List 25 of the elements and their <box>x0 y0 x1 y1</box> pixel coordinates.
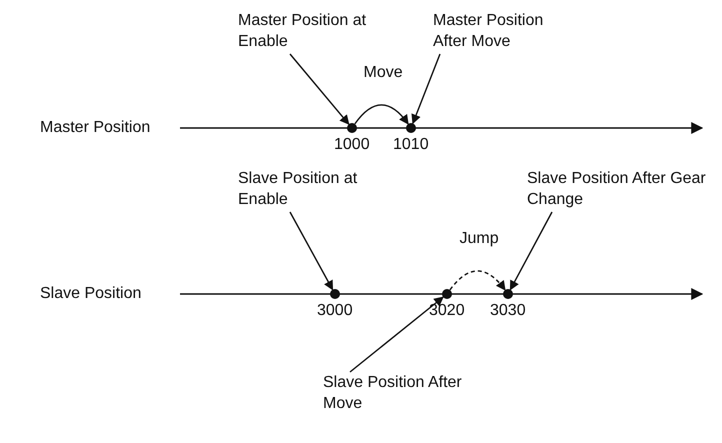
axis-label: Slave Position <box>40 284 142 304</box>
axis-label: Master Position <box>40 118 150 138</box>
arrow <box>289 54 350 125</box>
edge-label: Jump <box>460 230 499 248</box>
value-label: 3030 <box>490 302 526 320</box>
position-dot <box>330 289 340 299</box>
callout-text: Slave Position After Move <box>323 372 473 414</box>
arrow <box>510 212 553 290</box>
position-dot <box>503 289 513 299</box>
arrow <box>449 270 506 291</box>
position-dot <box>442 289 452 299</box>
callout-text: Slave Position After Gear Change <box>527 168 717 210</box>
value-label: 3020 <box>429 302 465 320</box>
value-label: 3000 <box>317 302 353 320</box>
callout-text: Slave Position at Enable <box>238 168 388 210</box>
arrow <box>289 212 334 290</box>
arrow <box>354 104 409 125</box>
arrow <box>411 54 441 124</box>
position-dot <box>406 123 416 133</box>
value-label: 1010 <box>393 136 429 154</box>
position-dot <box>347 123 357 133</box>
value-label: 1000 <box>334 136 370 154</box>
callout-text: Master Position After Move <box>433 10 573 52</box>
arrow <box>350 296 444 373</box>
callout-text: Master Position at Enable <box>238 10 378 52</box>
